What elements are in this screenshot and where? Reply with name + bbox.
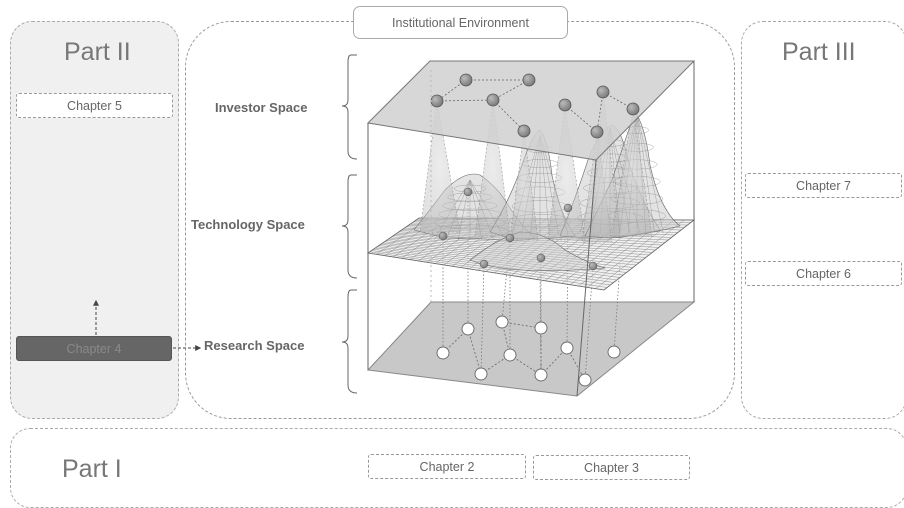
part-ii-title: Part II	[64, 38, 131, 66]
investor-tubes	[419, 91, 653, 243]
investor-node	[626, 102, 640, 116]
technology-space-label: Technology Space	[191, 217, 305, 232]
technology-bracket	[341, 174, 358, 279]
institutional-environment-label: Institutional Environment	[353, 6, 568, 39]
technology-node	[588, 261, 598, 271]
chapter-4-box[interactable]: Chapter 4	[16, 336, 172, 361]
investor-node	[522, 73, 536, 87]
research-node	[436, 346, 450, 360]
investor-node	[459, 73, 473, 87]
investor-node	[590, 125, 604, 139]
part-i-title: Part I	[62, 455, 122, 483]
research-bracket	[341, 289, 358, 394]
research-plane	[366, 301, 696, 397]
research-node	[474, 367, 488, 381]
research-node	[607, 345, 621, 359]
technology-node	[479, 259, 489, 269]
investor-node	[558, 98, 572, 112]
research-node	[495, 315, 509, 329]
investor-node	[596, 85, 610, 99]
part-iii-title: Part III	[782, 38, 856, 66]
research-node	[534, 368, 548, 382]
bounding-box-edges	[367, 61, 695, 397]
chapter-6-box[interactable]: Chapter 6	[745, 261, 902, 286]
chapter-2-box[interactable]: Chapter 2	[368, 454, 526, 479]
three-layer-space-diagram	[93, 54, 696, 397]
technology-node	[463, 187, 473, 197]
part-iii-panel	[741, 21, 904, 419]
technology-node	[563, 203, 573, 213]
technology-node	[438, 231, 448, 241]
research-node	[461, 322, 475, 336]
research-nodes	[436, 315, 621, 387]
space-brackets	[341, 54, 358, 394]
research-node	[560, 341, 574, 355]
research-space-label: Research Space	[204, 338, 305, 353]
investor-space-label: Investor Space	[215, 100, 308, 115]
research-node	[578, 373, 592, 387]
research-node	[503, 348, 517, 362]
investor-node	[486, 93, 500, 107]
chapter-3-box[interactable]: Chapter 3	[533, 455, 690, 480]
investor-node	[430, 94, 444, 108]
chapter-5-box[interactable]: Chapter 5	[16, 93, 173, 118]
investor-node	[517, 124, 531, 138]
investor-bracket	[341, 54, 358, 160]
chapter-7-box[interactable]: Chapter 7	[745, 173, 902, 198]
investor-nodes	[430, 73, 640, 139]
technology-node	[505, 233, 515, 243]
technology-nodes	[438, 187, 598, 271]
research-node	[534, 321, 548, 335]
technology-node	[536, 253, 546, 263]
